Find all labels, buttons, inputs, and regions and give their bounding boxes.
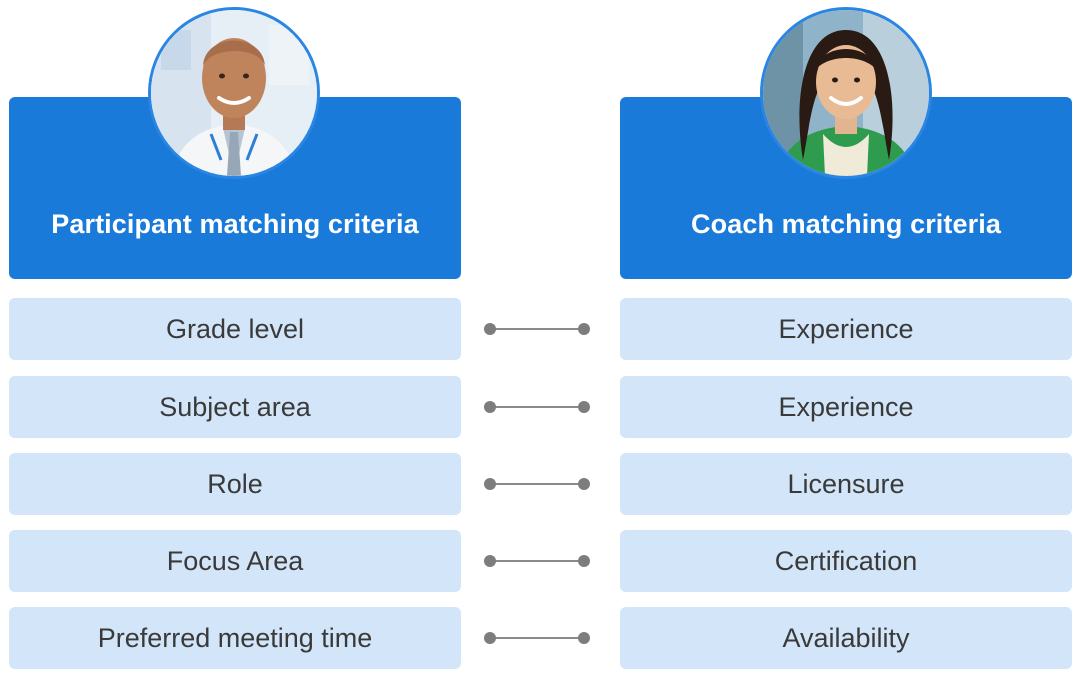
connector-dot-left (484, 478, 496, 490)
coach-header: Coach matching criteria (620, 97, 1072, 279)
participant-criterion-subject-area: Subject area (9, 376, 461, 438)
participant-criterion-role: Role (9, 453, 461, 515)
participant-header-title: Participant matching criteria (51, 209, 419, 239)
connector-dot-right (578, 478, 590, 490)
coach-criterion-experience-2: Experience (620, 376, 1072, 438)
connector-dot-right (578, 632, 590, 644)
coach-criterion-availability: Availability (620, 607, 1072, 669)
criteria-connector (484, 555, 590, 567)
participant-photo-icon (151, 10, 317, 176)
coach-avatar (760, 7, 932, 179)
participant-criterion-label: Role (207, 468, 263, 499)
participant-criterion-label: Subject area (159, 391, 311, 422)
participant-criterion-grade-level: Grade level (9, 298, 461, 360)
criteria-connector (484, 632, 590, 644)
coach-photo-icon (763, 10, 929, 176)
connector-dot-right (578, 555, 590, 567)
connector-dot-left (484, 632, 496, 644)
participant-criterion-preferred-meeting-time: Preferred meeting time (9, 607, 461, 669)
connector-line (490, 328, 584, 330)
coach-criterion-label: Experience (778, 391, 914, 422)
connector-line (490, 406, 584, 408)
coach-criterion-label: Availability (782, 622, 910, 653)
participant-criterion-label: Grade level (165, 313, 305, 344)
connector-dot-left (484, 401, 496, 413)
connector-dot-left (484, 323, 496, 335)
coach-criterion-label: Experience (778, 313, 914, 344)
criteria-connector (484, 401, 590, 413)
connector-line (490, 560, 584, 562)
coach-criterion-experience: Experience (620, 298, 1072, 360)
participant-criterion-label: Preferred meeting time (97, 622, 373, 653)
connector-line (490, 637, 584, 639)
connector-dot-left (484, 555, 496, 567)
criteria-connector (484, 478, 590, 490)
connector-dot-right (578, 323, 590, 335)
connector-dot-right (578, 401, 590, 413)
participant-criterion-focus-area: Focus Area (9, 530, 461, 592)
connector-line (490, 483, 584, 485)
participant-criterion-label: Focus Area (166, 545, 304, 576)
coach-criterion-licensure: Licensure (620, 453, 1072, 515)
participant-avatar (148, 7, 320, 179)
coach-criterion-label: Licensure (787, 468, 905, 499)
coach-header-title: Coach matching criteria (691, 209, 1001, 239)
criteria-connector (484, 323, 590, 335)
coach-criterion-label: Certification (774, 545, 918, 576)
coach-criterion-certification: Certification (620, 530, 1072, 592)
